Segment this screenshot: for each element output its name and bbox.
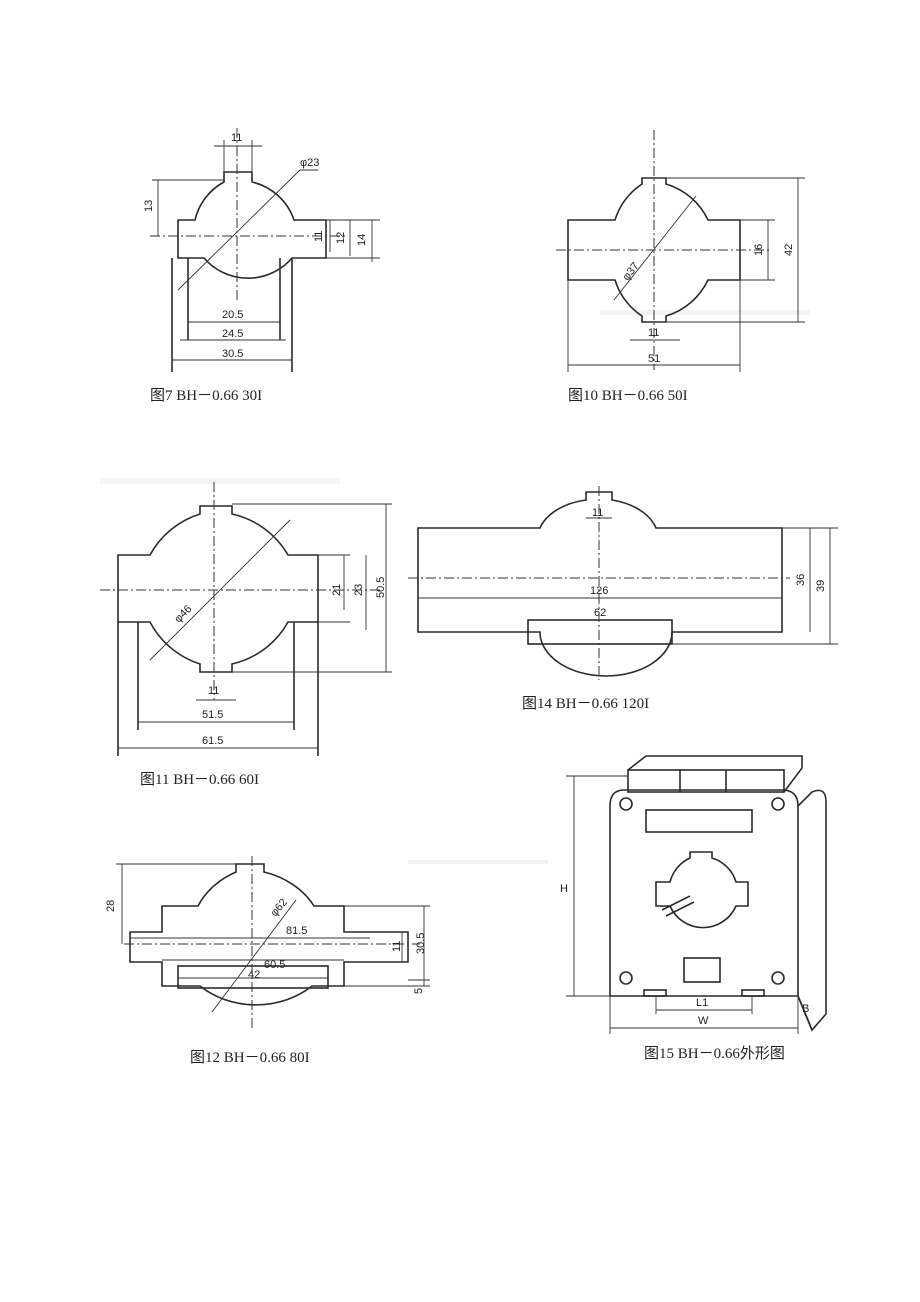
fig14-dim-r2: 39 [815, 580, 827, 592]
fig7-outline [177, 171, 327, 280]
fig10-caption: 图10 BH－0.66 50I [568, 387, 688, 404]
fig10-dim-dia: φ37 [620, 260, 641, 283]
fig12-dim-d1: 81.5 [286, 925, 307, 937]
fig11-dim-slot: 11 [208, 685, 219, 697]
fig12-dim-r1: 11 [391, 941, 403, 952]
fig11-dim-r1: 21 [331, 584, 343, 596]
figure-12: 28 φ62 81.5 60.5 42 11 30.5 5 图12 BH－0.6… [105, 856, 430, 1066]
fig11-outline [117, 505, 319, 673]
fig7-dim-top: 11 [231, 132, 242, 144]
fig12-dim-r3: 5 [413, 988, 425, 994]
fig7-dim-b1: 20.5 [222, 309, 243, 321]
fig12-dim-r2: 30.5 [415, 933, 427, 954]
figure-7: 11 φ23 13 11 12 14 20.5 24.5 30.5 图7 BH－… [143, 128, 380, 404]
fig10-dim-width: 51 [648, 353, 660, 365]
fig15-dim-b: B [802, 1003, 809, 1015]
figure-10: φ37 16 42 11 51 图10 BH－0.66 50I [556, 130, 805, 404]
fig7-dim-dia: φ23 [300, 157, 319, 169]
figure-11: φ46 21 23 50.5 11 51.5 61.5 图11 BH－0.66 … [100, 482, 392, 788]
fig11-dim-b2: 61.5 [202, 735, 223, 747]
fig14-dim-length: 126 [590, 585, 608, 597]
fig11-dim-r3: 50.5 [375, 577, 387, 598]
scan-noise [100, 310, 810, 864]
fig15-dim-h: H [560, 883, 568, 895]
fig15-caption: 图15 BH－0.66外形图 [644, 1045, 785, 1062]
fig14-caption: 图14 BH－0.66 120I [522, 695, 649, 712]
fig7-dim-r3: 14 [356, 234, 368, 246]
fig10-dim-r1: 16 [753, 244, 765, 256]
fig7-dim-r1: 11 [313, 231, 325, 242]
fig14-dim-slot: 11 [592, 507, 603, 519]
fig10-dim-slot: 11 [648, 327, 659, 339]
fig15-dim-w: W [698, 1015, 709, 1027]
fig7-dim-r2: 12 [335, 232, 347, 244]
fig12-dim-left: 28 [105, 900, 117, 912]
fig12-dim-d2: 60.5 [264, 959, 285, 971]
fig7-dim-b3: 30.5 [222, 348, 243, 360]
fig7-dim-left: 13 [143, 200, 155, 212]
figure-14: 11 126 62 36 39 图14 BH－0.66 120I [408, 486, 838, 712]
fig7-dim-b2: 24.5 [222, 328, 243, 340]
fig14-dim-inner: 62 [594, 607, 606, 619]
fig12-caption: 图12 BH－0.66 80I [190, 1049, 310, 1066]
fig11-caption: 图11 BH－0.66 60I [140, 771, 259, 788]
fig11-dim-r2: 23 [353, 584, 365, 596]
fig12-dim-dia: φ62 [268, 897, 290, 920]
fig12-dim-d3: 42 [248, 969, 260, 981]
fig11-dim-dia: φ46 [172, 603, 194, 625]
fig11-dim-b1: 51.5 [202, 709, 223, 721]
figure-15: H L1 W B 图15 BH－0.66外形图 [560, 755, 827, 1062]
fig15-housing [609, 789, 799, 997]
fig14-outline [417, 491, 783, 677]
fig14-dim-r1: 36 [795, 574, 807, 586]
fig12-outline [129, 863, 409, 1006]
fig10-dim-r2: 42 [783, 244, 795, 256]
fig15-dim-l1: L1 [696, 997, 708, 1009]
fig7-caption: 图7 BH－0.66 30I [150, 387, 262, 404]
